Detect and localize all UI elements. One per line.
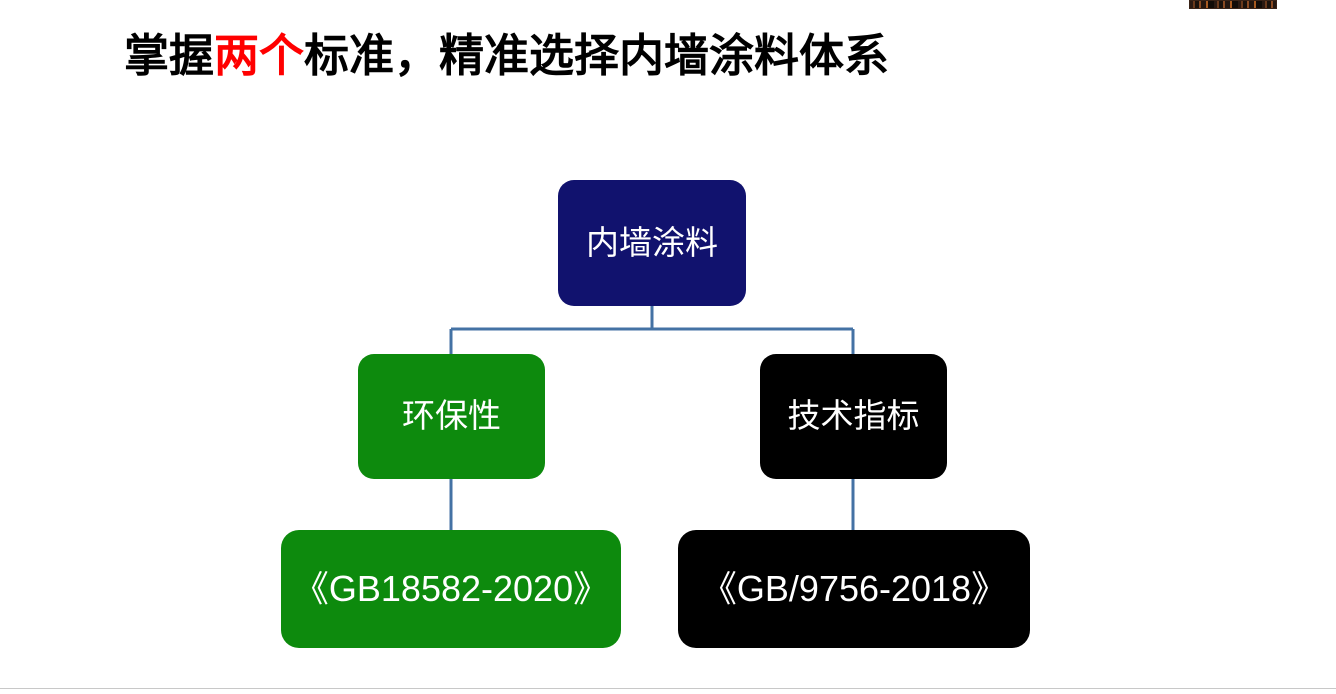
node-root-label: 内墙涂料 xyxy=(586,223,718,261)
node-leaf-left-label: 《GB18582-2020》 xyxy=(292,568,610,610)
node-branch-left-label: 环保性 xyxy=(402,397,501,435)
node-branch-environmental-protection[interactable]: 环保性 xyxy=(358,354,545,479)
node-branch-right-label: 技术指标 xyxy=(787,397,920,435)
page-title-highlight: 两个 xyxy=(214,30,305,81)
page-title-suffix: 标准，精准选择内墙涂料体系 xyxy=(304,30,890,81)
node-root-interior-wall-paint[interactable]: 内墙涂料 xyxy=(558,180,746,306)
page-title-prefix: 掌握 xyxy=(124,30,215,81)
node-leaf-right-label: 《GB/9756-2018》 xyxy=(700,568,1008,610)
bottom-divider xyxy=(0,688,1336,689)
node-leaf-standard-gb9756[interactable]: 《GB/9756-2018》 xyxy=(678,530,1030,648)
node-branch-technical-indicators[interactable]: 技术指标 xyxy=(760,354,947,479)
top-banner-image-strip xyxy=(1189,0,1277,9)
page-title: 掌握两个标准，精准选择内墙涂料体系 xyxy=(124,30,889,82)
node-leaf-standard-gb18582[interactable]: 《GB18582-2020》 xyxy=(281,530,621,648)
